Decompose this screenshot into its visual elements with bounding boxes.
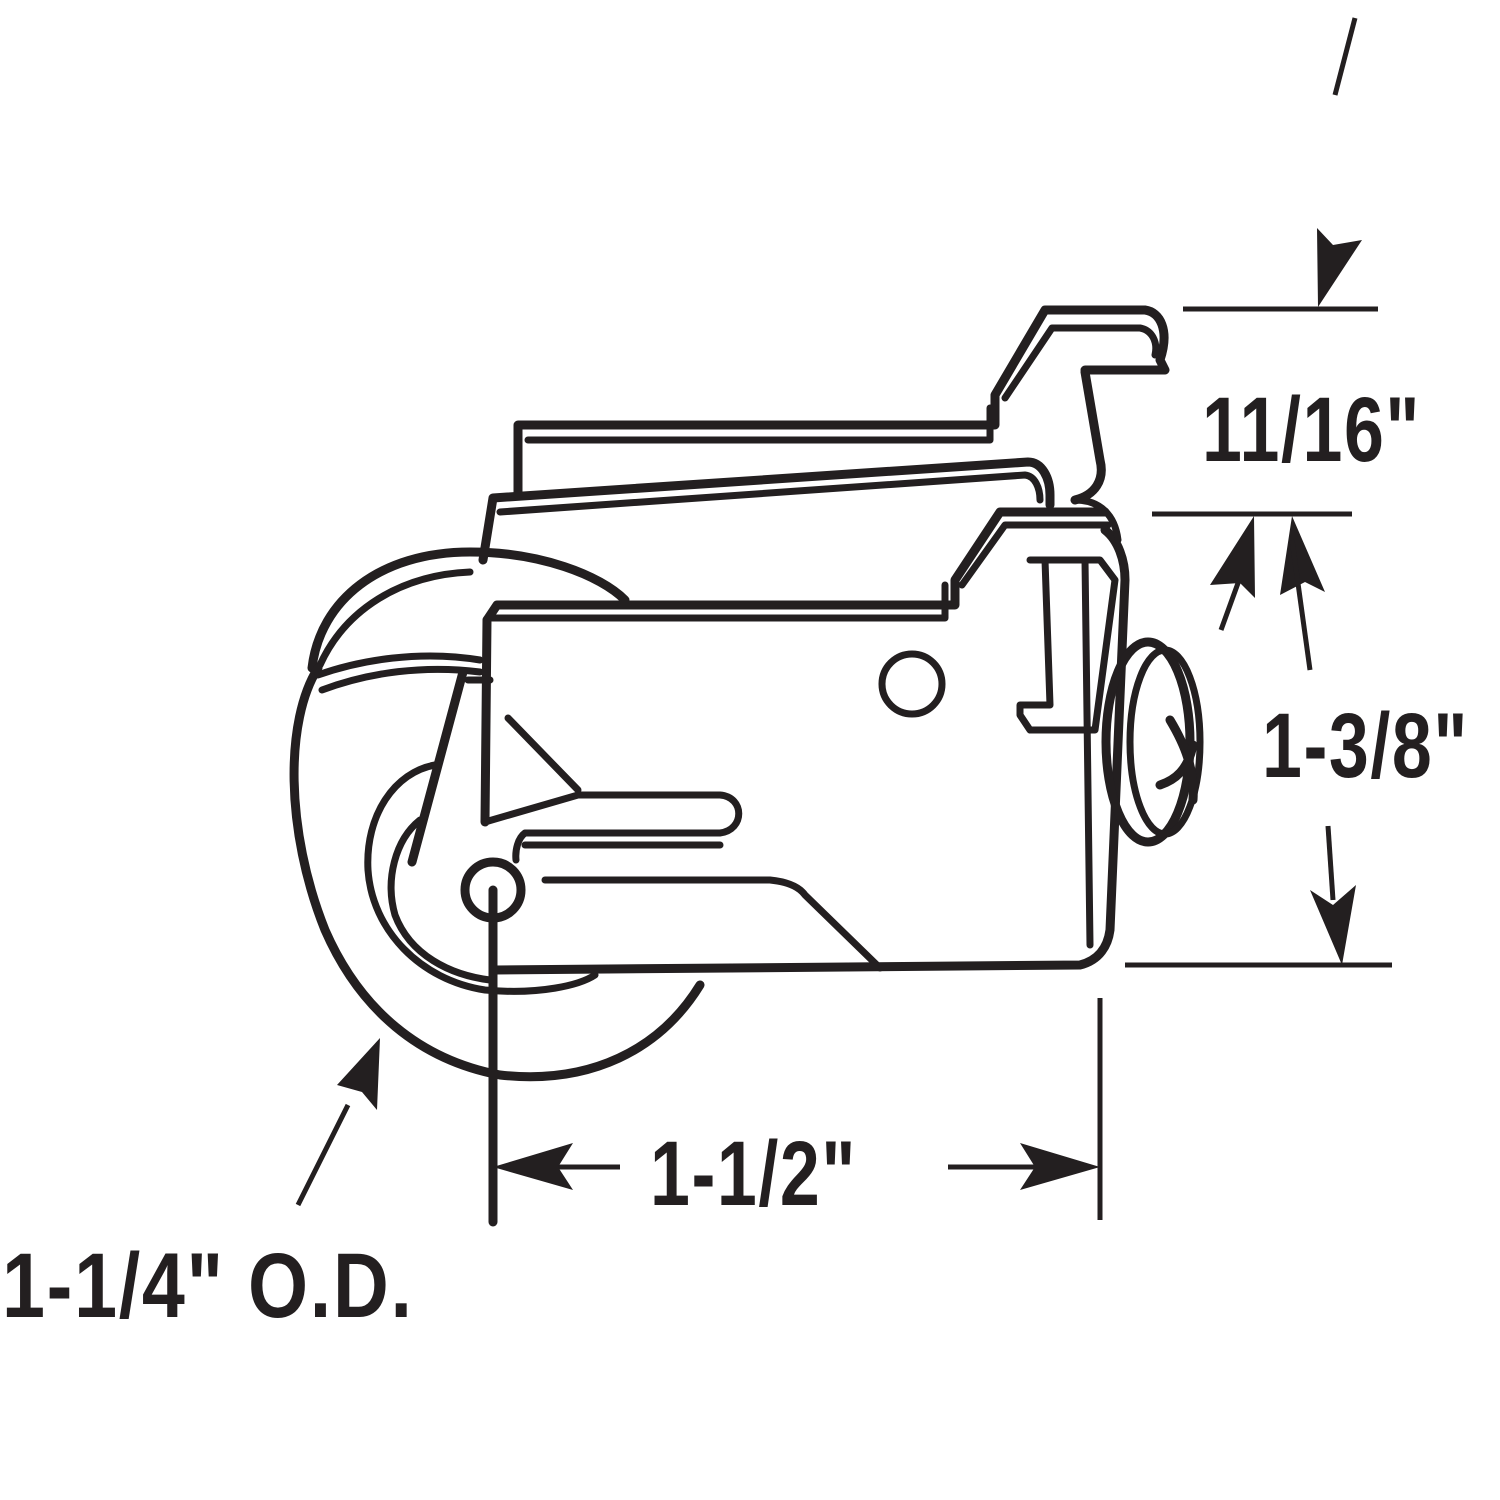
- housing-lower-plate: [407, 507, 1130, 975]
- housing-upper-plate: [478, 305, 1170, 565]
- axle: [460, 857, 526, 1227]
- wheel: [289, 547, 705, 1082]
- label-11-16: 11/16": [1202, 379, 1422, 481]
- label-1-1-2: 1-1/2": [650, 1123, 857, 1225]
- dimension-1-1-4-od: [295, 1038, 380, 1207]
- label-1-1-4-od: 1-1/4" O.D.: [2, 1235, 414, 1337]
- label-1-3-8: 1-3/8": [1262, 695, 1469, 797]
- dimension-1-3-8: [1125, 539, 1392, 968]
- adjustment-screw: [1101, 637, 1204, 847]
- dimension-11-16: [1152, 17, 1378, 631]
- dimension-1-1-2: [493, 998, 1103, 1220]
